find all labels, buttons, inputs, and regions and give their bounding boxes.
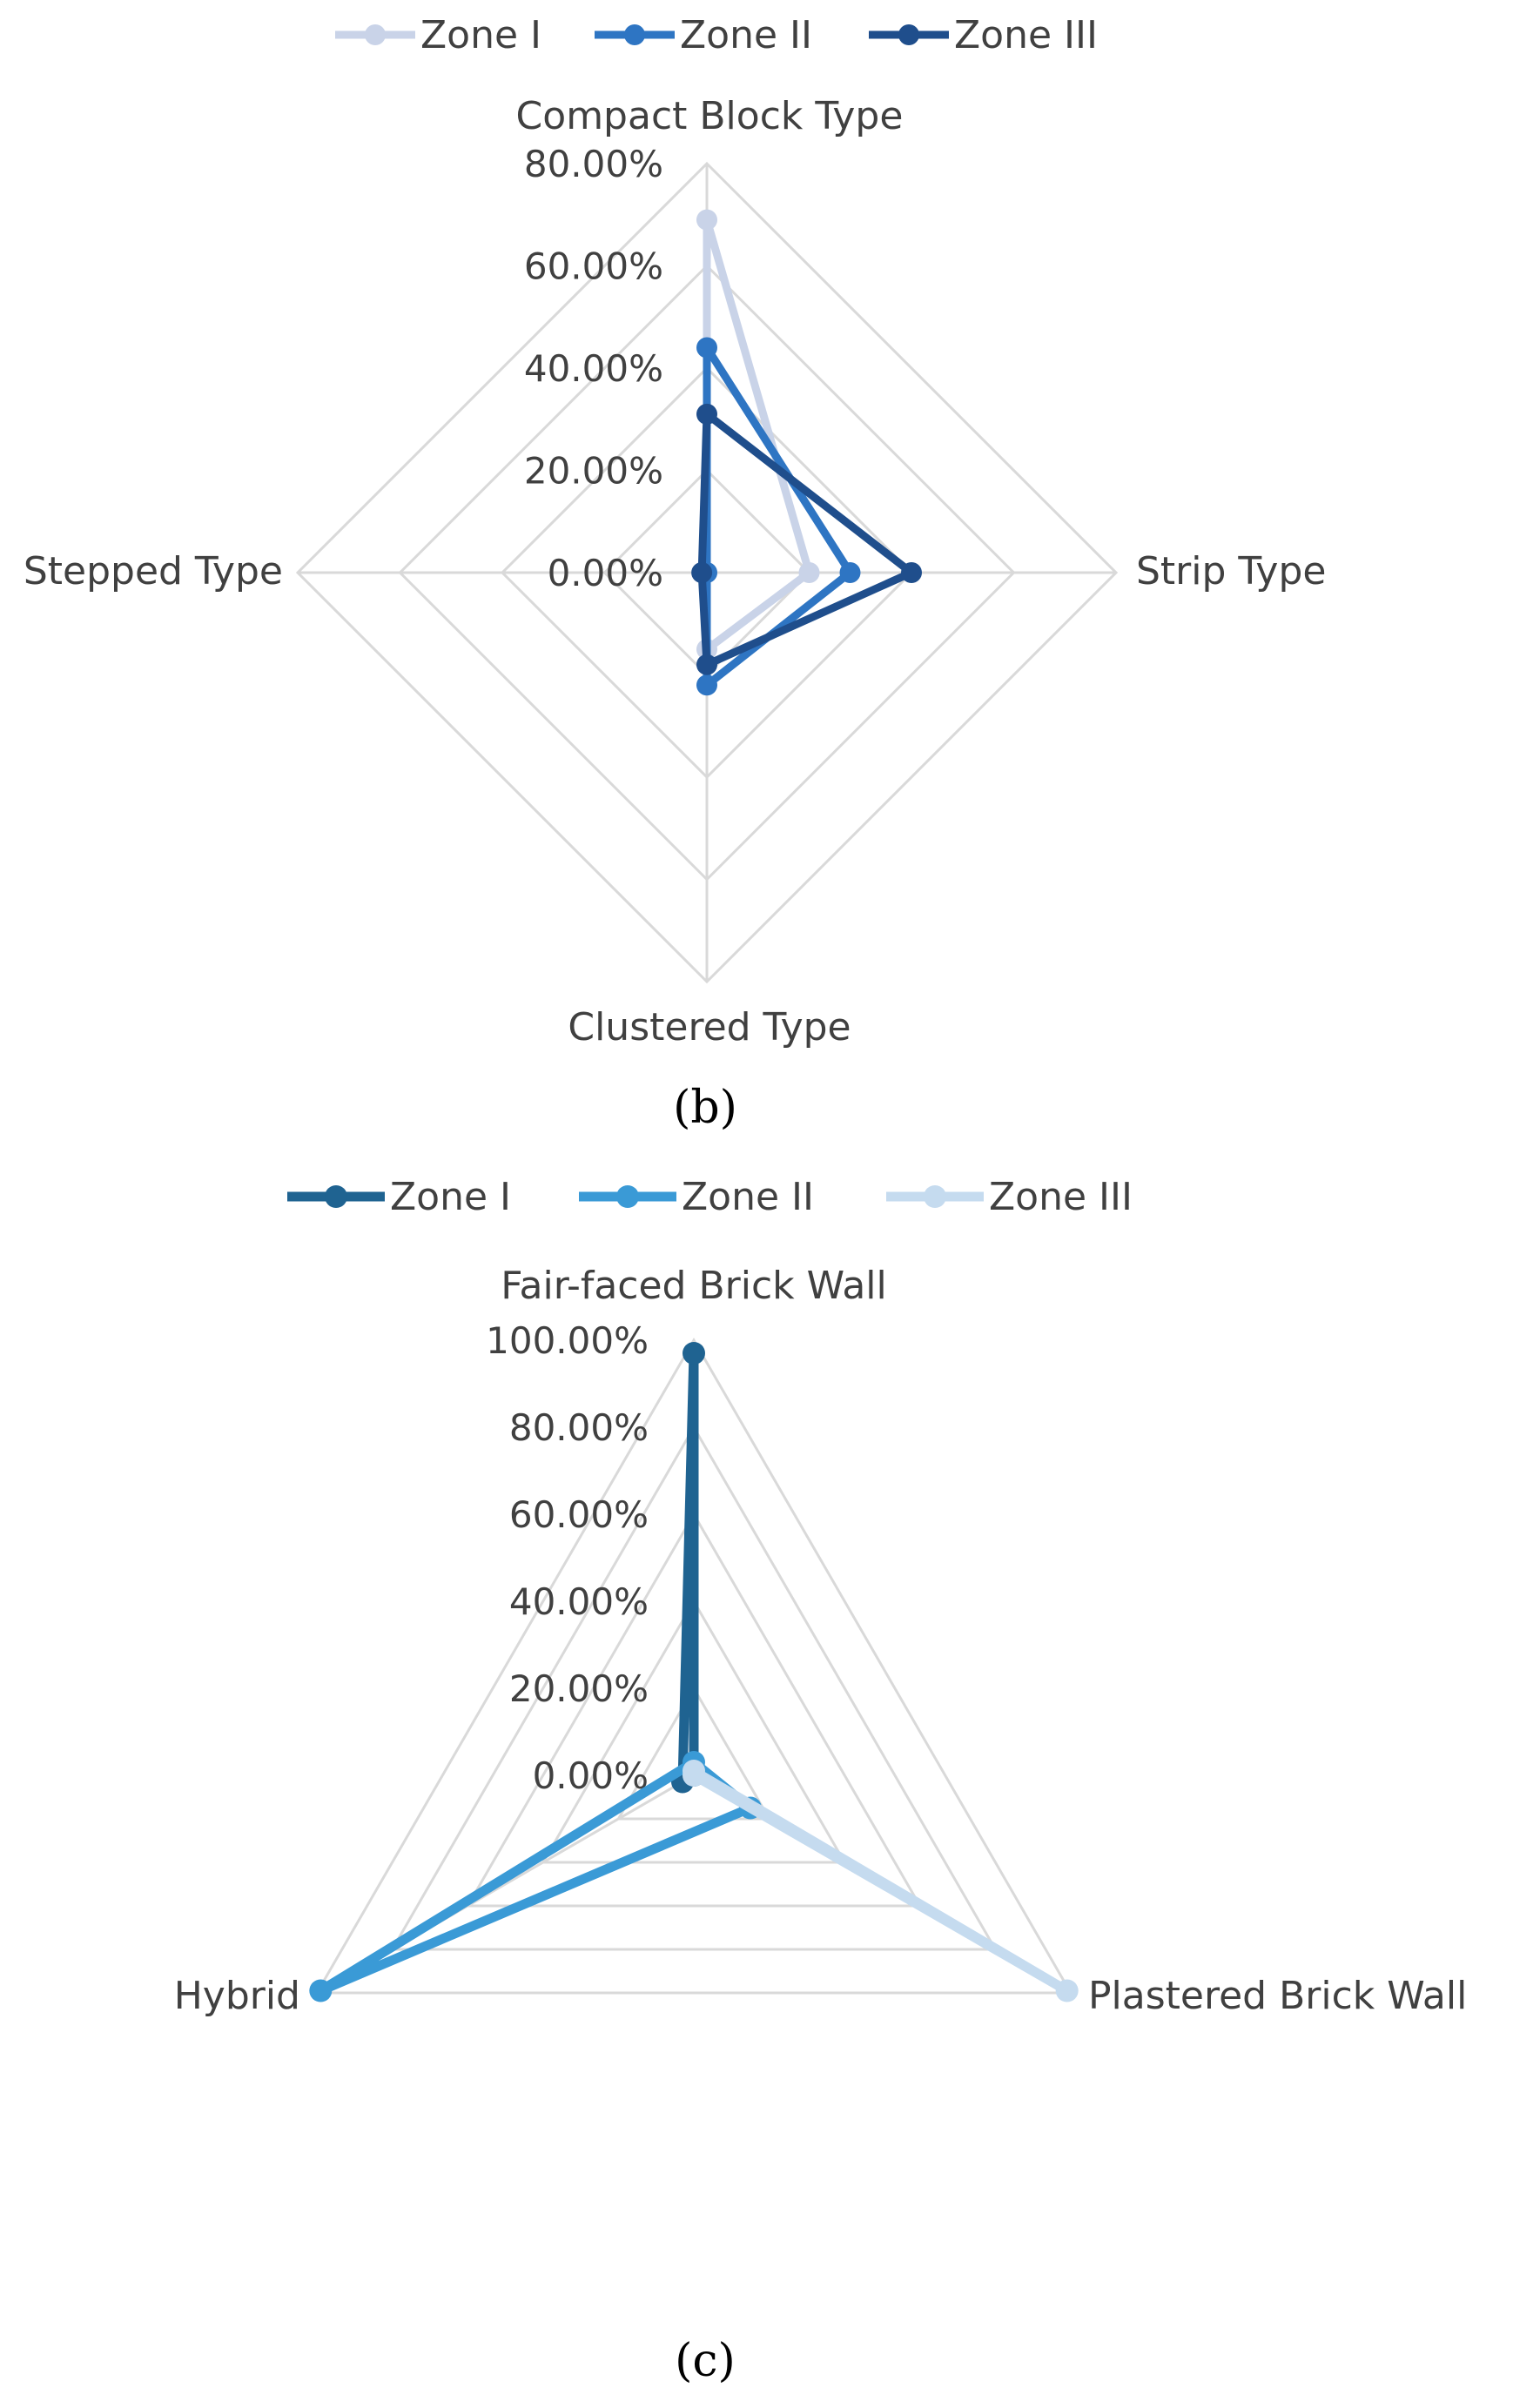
axis-label-strip-type: Strip Type bbox=[1136, 549, 1326, 594]
tick-label-c-3: 60.00% bbox=[509, 1493, 649, 1536]
tick-label-c-4: 80.00% bbox=[509, 1406, 649, 1449]
tick-labels-c: 0.00% 20.00% 40.00% 60.00% 80.00% 100.00% bbox=[486, 1319, 649, 1797]
grid-ring-c-3 bbox=[465, 1511, 923, 1908]
series-point-b-zone-i-compact-block-type bbox=[696, 209, 717, 231]
grid-ring-c-2 bbox=[541, 1598, 847, 1864]
legend-swatch-marker-b-zone-iii bbox=[898, 24, 919, 45]
axis-label-stepped-type: Stepped Type bbox=[24, 549, 283, 594]
grid-ring-c-4 bbox=[389, 1424, 999, 1951]
series-point-c-zone-ii-hybrid bbox=[309, 1979, 333, 2002]
legend-c: Zone I Zone II Zone III bbox=[287, 1175, 1133, 1219]
legend-label-c-zone-ii: Zone II bbox=[682, 1175, 814, 1219]
legend-swatch-marker-c-zone-iii bbox=[924, 1185, 946, 1208]
tick-label-b-1: 20.00% bbox=[524, 450, 663, 493]
series-point-c-zone-iii-plastered-brick-wall bbox=[1055, 1979, 1079, 2002]
series-point-b-zone-iii-compact-block-type bbox=[696, 403, 717, 425]
panel-label-c: (c) bbox=[675, 2335, 736, 2387]
legend-label-b-zone-iii: Zone III bbox=[954, 13, 1098, 57]
series-point-b-zone-ii-compact-block-type bbox=[696, 337, 717, 359]
legend-label-b-zone-ii: Zone II bbox=[680, 13, 812, 57]
legend-swatch-marker-c-zone-i bbox=[325, 1185, 347, 1208]
axis-label-clustered-type: Clustered Type bbox=[568, 1005, 851, 1050]
grid-ring-c-1 bbox=[615, 1685, 772, 1821]
legend-swatch-marker-b-zone-i bbox=[365, 24, 386, 45]
series-point-b-zone-iii-stepped-type bbox=[691, 562, 713, 583]
legend-label-b-zone-i: Zone I bbox=[420, 13, 541, 57]
tick-label-c-2: 40.00% bbox=[509, 1580, 649, 1623]
series-point-b-zone-iii-strip-type bbox=[901, 562, 922, 583]
legend-b: Zone I Zone II Zone III bbox=[335, 13, 1098, 57]
panel-label-b: (b) bbox=[673, 1082, 737, 1134]
tick-label-b-3: 60.00% bbox=[524, 245, 663, 288]
series-line-c-zone-i bbox=[677, 1348, 699, 1787]
tick-label-b-4: 80.00% bbox=[524, 143, 663, 185]
series-point-b-zone-iii-clustered-type bbox=[696, 654, 717, 675]
axis-label-plastered-brick-wall: Plastered Brick Wall bbox=[1088, 1974, 1467, 2018]
legend-swatch-marker-c-zone-ii bbox=[616, 1185, 639, 1208]
series-point-b-zone-i-strip-type bbox=[798, 562, 820, 583]
series-layer-b bbox=[691, 209, 922, 696]
tick-labels-b: 0.00% 20.00% 40.00% 60.00% 80.00% bbox=[524, 143, 663, 594]
series-point-c-zone-iii-hybrid bbox=[683, 1764, 705, 1787]
axis-label-fair-faced-brick-wall: Fair-faced Brick Wall bbox=[501, 1264, 887, 1308]
legend-swatch-marker-b-zone-ii bbox=[624, 24, 645, 45]
axis-label-hybrid: Hybrid bbox=[174, 1974, 300, 2018]
legend-label-c-zone-iii: Zone III bbox=[989, 1175, 1133, 1219]
tick-label-b-0: 0.00% bbox=[548, 552, 663, 594]
tick-label-b-2: 40.00% bbox=[524, 347, 663, 390]
tick-label-c-0: 0.00% bbox=[533, 1754, 649, 1797]
series-line-c-zone-iii bbox=[689, 1766, 1073, 1995]
tick-label-c-1: 20.00% bbox=[509, 1667, 649, 1710]
series-point-b-zone-ii-strip-type bbox=[839, 562, 861, 583]
series-point-b-zone-ii-clustered-type bbox=[696, 674, 717, 696]
grid-ring-c-5 bbox=[314, 1337, 1073, 1995]
tick-label-c-5: 100.00% bbox=[486, 1319, 649, 1362]
legend-label-c-zone-i: Zone I bbox=[390, 1175, 511, 1219]
series-point-c-zone-i-fair-faced-brick-wall bbox=[683, 1342, 705, 1365]
axis-label-compact-block-type: Compact Block Type bbox=[516, 94, 904, 138]
series-layer-c bbox=[309, 1342, 1079, 2002]
